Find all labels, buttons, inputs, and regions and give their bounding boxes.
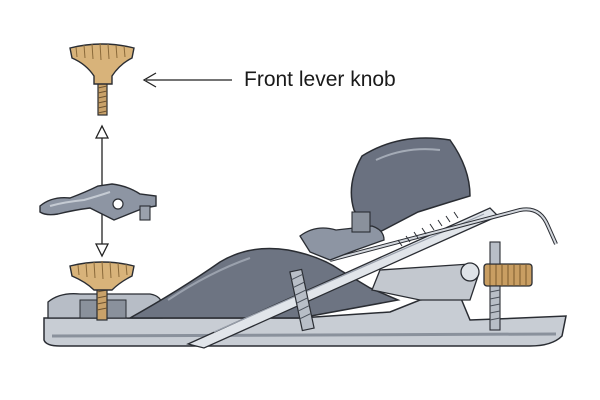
lever-cap-screw <box>351 211 371 233</box>
knob-knurled-head <box>69 43 135 85</box>
lever-cap-installed <box>299 225 385 261</box>
front-lever-knob-label: Front lever knob <box>244 68 396 91</box>
knob-thread-lines <box>97 85 108 114</box>
blade-adjust-rack <box>397 211 459 247</box>
rear-palm-rest-highlight <box>375 148 441 161</box>
lever-cap-body <box>39 183 157 221</box>
front-lever-knob-detached <box>69 42 135 116</box>
plane-sole-shadow <box>51 332 557 338</box>
plane-side-casting-highlight <box>167 257 251 301</box>
cap-screw <box>289 268 315 332</box>
knob-knurling <box>75 42 126 61</box>
lever-cap-highlight <box>49 191 111 207</box>
rear-palm-rest <box>350 137 471 237</box>
front-lever-knob-installed <box>69 260 135 321</box>
depth-adjust-rod <box>489 241 501 331</box>
lever-cap-hole <box>112 198 124 210</box>
plane-side-casting <box>127 247 401 319</box>
lever-cap-pin <box>139 205 151 221</box>
callout-arrow <box>142 72 232 88</box>
adjuster-rod-inner <box>329 208 557 261</box>
depth-adjust-wheel <box>483 263 533 287</box>
rear-adjuster-pivot <box>460 262 480 282</box>
block-plane <box>43 137 567 349</box>
lever-cap-detached <box>39 183 157 221</box>
